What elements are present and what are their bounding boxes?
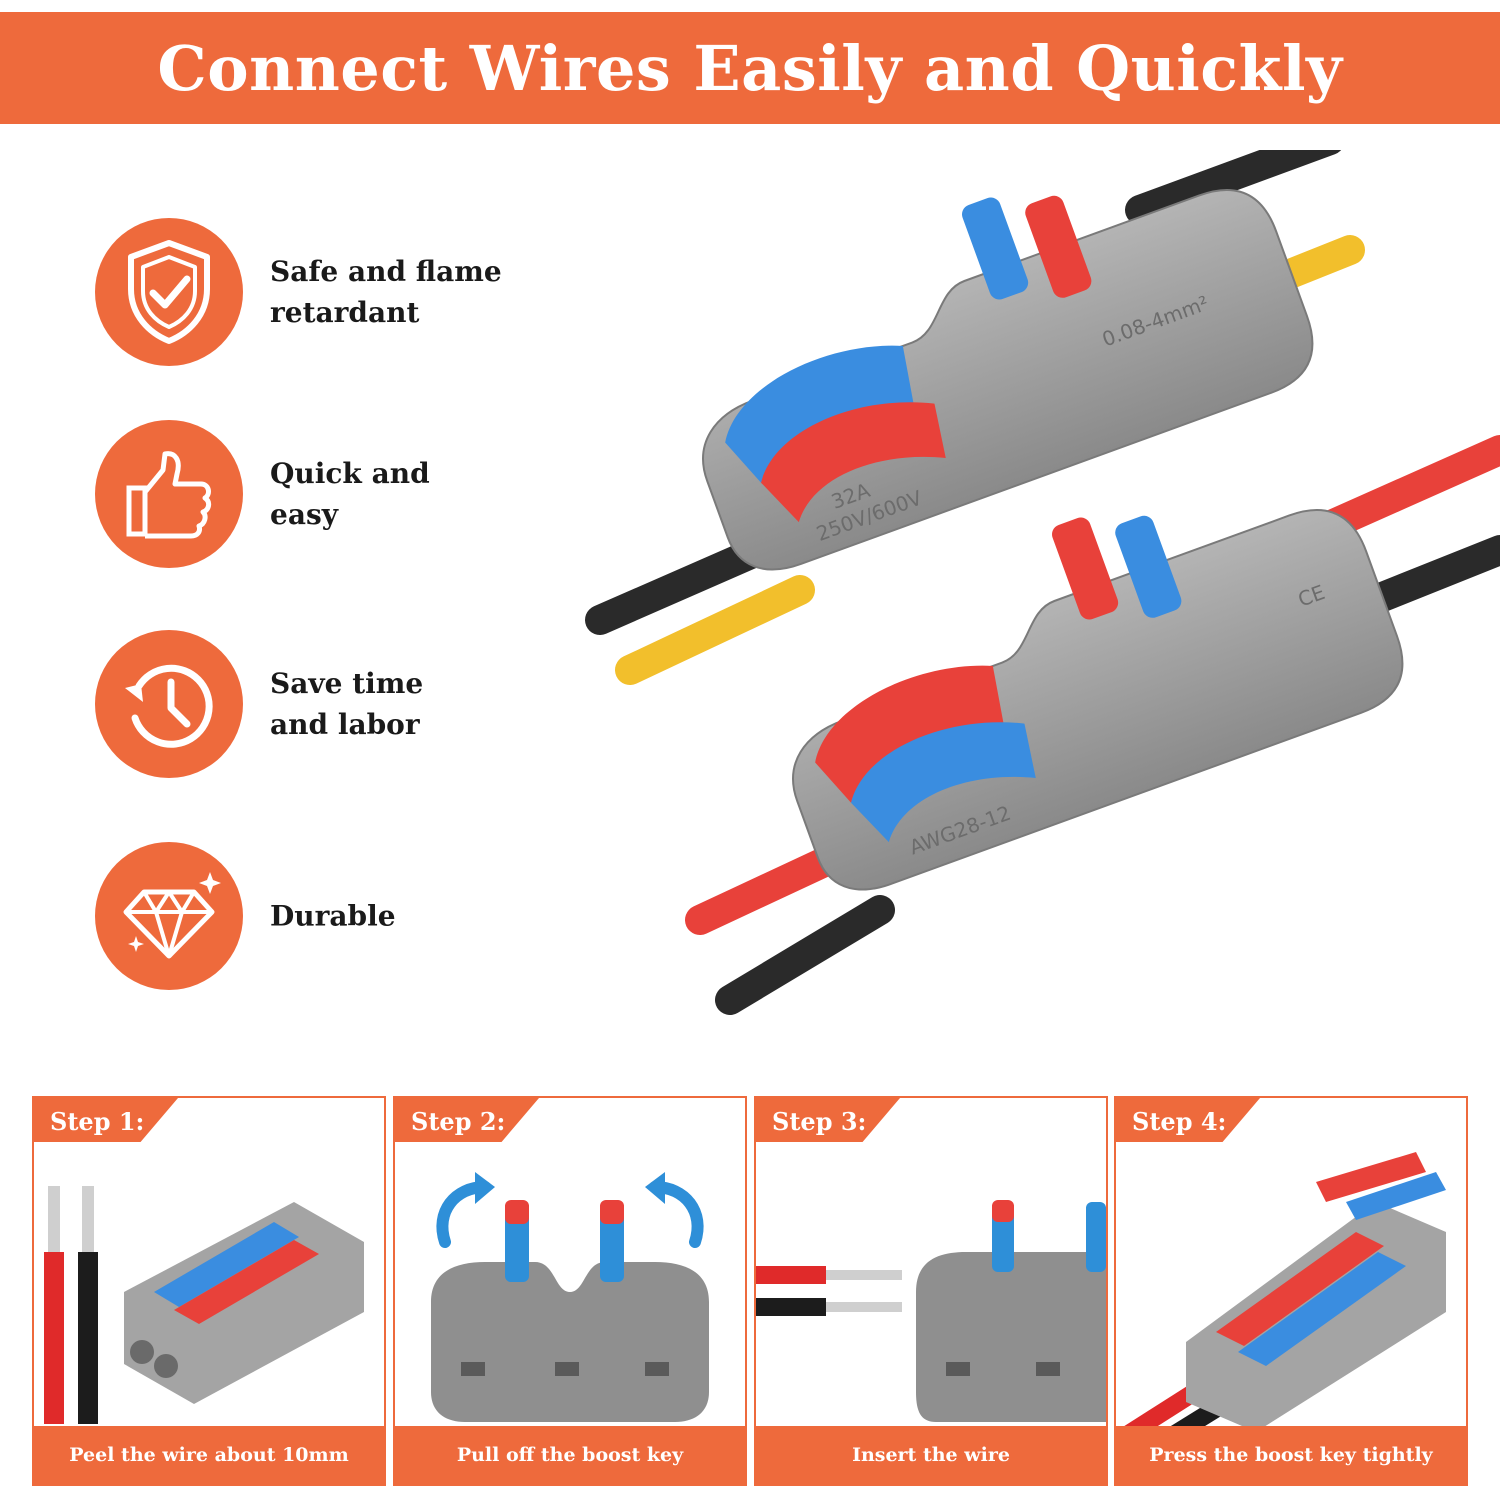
feature-durable: Durable <box>95 842 595 990</box>
blue-lever <box>851 722 1036 843</box>
black-wire <box>585 535 775 635</box>
step-tag: Step 4: <box>1116 1098 1260 1142</box>
step-tag-text: Step 1: <box>50 1107 145 1136</box>
feature-label: Safe and flame retardant <box>270 255 502 329</box>
step-1-illustration <box>44 1186 364 1424</box>
step-4-illustration <box>1124 1152 1446 1426</box>
red-lever <box>761 402 946 523</box>
step-caption: Peel the wire about 10mm <box>34 1426 384 1484</box>
step-caption: Insert the wire <box>756 1426 1106 1484</box>
bottom-connector: AWG28-12 CE <box>792 509 1404 891</box>
feature-icon-badge <box>95 420 243 568</box>
feature-quick: Quick and easy <box>95 420 595 568</box>
feature-icon-badge <box>95 842 243 990</box>
red-lever-tab <box>1025 195 1092 298</box>
page-title: Connect Wires Easily and Quickly <box>157 31 1343 105</box>
blue-lever-tab <box>962 197 1029 300</box>
title-banner: Connect Wires Easily and Quickly <box>0 12 1500 124</box>
step-tag: Step 2: <box>395 1098 539 1142</box>
black-wire <box>1125 150 1342 225</box>
shield-check-icon <box>128 240 210 344</box>
red-lever-tab <box>1052 517 1119 620</box>
step-tag: Step 1: <box>34 1098 178 1142</box>
feature-label: Quick and easy <box>270 457 430 531</box>
step-tag-text: Step 4: <box>1132 1107 1227 1136</box>
step-4-panel: Step 4: Press the boost key tightly <box>1114 1096 1468 1486</box>
clock-history-icon <box>125 664 213 748</box>
step-2-illustration <box>431 1172 709 1422</box>
feature-icon-badge <box>95 630 243 778</box>
step-tag-text: Step 3: <box>772 1107 867 1136</box>
feature-safe: Safe and flame retardant <box>95 218 595 366</box>
step-tag: Step 3: <box>756 1098 900 1142</box>
yellow-wire <box>615 575 815 685</box>
connector-product-image: 32A 250V/600V 0.08-4mm² AWG28-12 CE <box>585 150 1500 1015</box>
red-lever <box>815 665 1004 803</box>
step-2-panel: Step 2: Pull off the boost key <box>393 1096 747 1486</box>
feature-icon-badge <box>95 218 243 366</box>
black-wire <box>715 895 895 1015</box>
thumbs-up-icon <box>126 451 212 539</box>
step-caption: Press the boost key tightly <box>1116 1426 1466 1484</box>
step-1-panel: Step 1: Peel the wire about 10mm <box>32 1096 386 1486</box>
diamond-icon <box>123 872 221 959</box>
blue-lever-tab <box>1115 515 1182 618</box>
feature-label: Durable <box>270 899 396 933</box>
red-wire <box>1305 435 1500 545</box>
step-tag-text: Step 2: <box>411 1107 506 1136</box>
blue-lever <box>725 345 914 483</box>
step-caption: Pull off the boost key <box>395 1426 745 1484</box>
step-3-panel: Step 3: Insert the wire <box>754 1096 1108 1486</box>
top-connector: 32A 250V/600V 0.08-4mm² <box>702 189 1314 571</box>
step-3-illustration <box>756 1200 1106 1422</box>
feature-save-time: Save time and labor <box>95 630 595 778</box>
feature-label: Save time and labor <box>270 667 424 741</box>
